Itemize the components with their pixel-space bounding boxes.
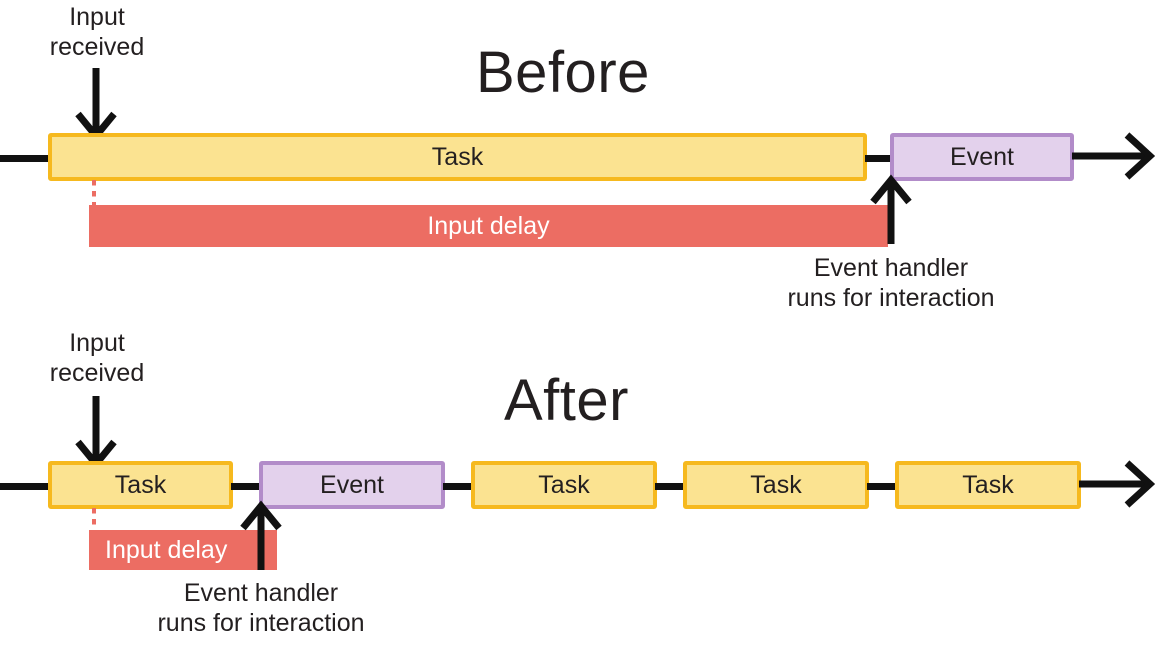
- after-event-box: Event: [259, 461, 445, 509]
- after-task-label-4: Task: [962, 470, 1014, 499]
- after-section-title: After: [504, 368, 629, 433]
- after-event-handler-label: Event handler runs for interaction: [105, 578, 417, 638]
- before-input-delay-label: Input delay: [427, 211, 550, 240]
- after-task-box-1: Task: [48, 461, 233, 509]
- after-event-label: Event: [320, 470, 384, 499]
- before-input-received-line2: received: [49, 33, 145, 61]
- after-event-handler-arrow-up-icon: [236, 500, 286, 572]
- after-timeline-right-arrow-icon: [1079, 458, 1155, 510]
- after-input-received-line1: Input: [69, 329, 125, 357]
- after-input-received-line2: received: [49, 359, 145, 387]
- before-task-event-connector: [865, 155, 892, 162]
- after-input-delay-bar: Input delay: [89, 530, 277, 570]
- after-input-received-label: Input received: [24, 328, 170, 388]
- before-input-received-line1: Input: [69, 3, 125, 31]
- after-task-label-2: Task: [538, 470, 590, 499]
- after-input-delay-tick: [92, 508, 96, 532]
- before-event-handler-line1: Event handler: [813, 254, 969, 282]
- after-connector-1: [231, 483, 261, 490]
- before-event-label: Event: [950, 142, 1014, 171]
- after-timeline-left-stub: [0, 483, 50, 490]
- after-task-box-3: Task: [683, 461, 869, 509]
- after-input-arrow-down-icon: [72, 394, 120, 470]
- after-task-box-4: Task: [895, 461, 1081, 509]
- before-event-box: Event: [890, 133, 1074, 181]
- after-task-label-3: Task: [750, 470, 802, 499]
- after-event-handler-line1: Event handler: [183, 579, 339, 607]
- before-timeline-left-stub: [0, 155, 50, 162]
- before-input-delay-bar: Input delay: [89, 205, 888, 247]
- before-timeline-right-arrow-icon: [1072, 130, 1155, 182]
- after-connector-4: [867, 483, 897, 490]
- before-input-arrow-down-icon: [72, 66, 120, 142]
- before-event-handler-arrow-up-icon: [866, 174, 916, 246]
- before-event-handler-label: Event handler runs for interaction: [735, 253, 1047, 313]
- before-task-label: Task: [431, 142, 484, 171]
- before-task-box: Task: [48, 133, 867, 181]
- after-task-label-1: Task: [114, 470, 167, 499]
- before-section-title: Before: [476, 40, 650, 105]
- before-input-delay-tick: [92, 180, 96, 206]
- after-input-delay-label: Input delay: [105, 535, 228, 564]
- after-task-box-2: Task: [471, 461, 657, 509]
- after-connector-3: [655, 483, 685, 490]
- before-event-handler-line2: runs for interaction: [787, 284, 995, 312]
- after-connector-2: [443, 483, 473, 490]
- after-event-handler-line2: runs for interaction: [157, 609, 365, 637]
- before-input-received-label: Input received: [24, 2, 170, 62]
